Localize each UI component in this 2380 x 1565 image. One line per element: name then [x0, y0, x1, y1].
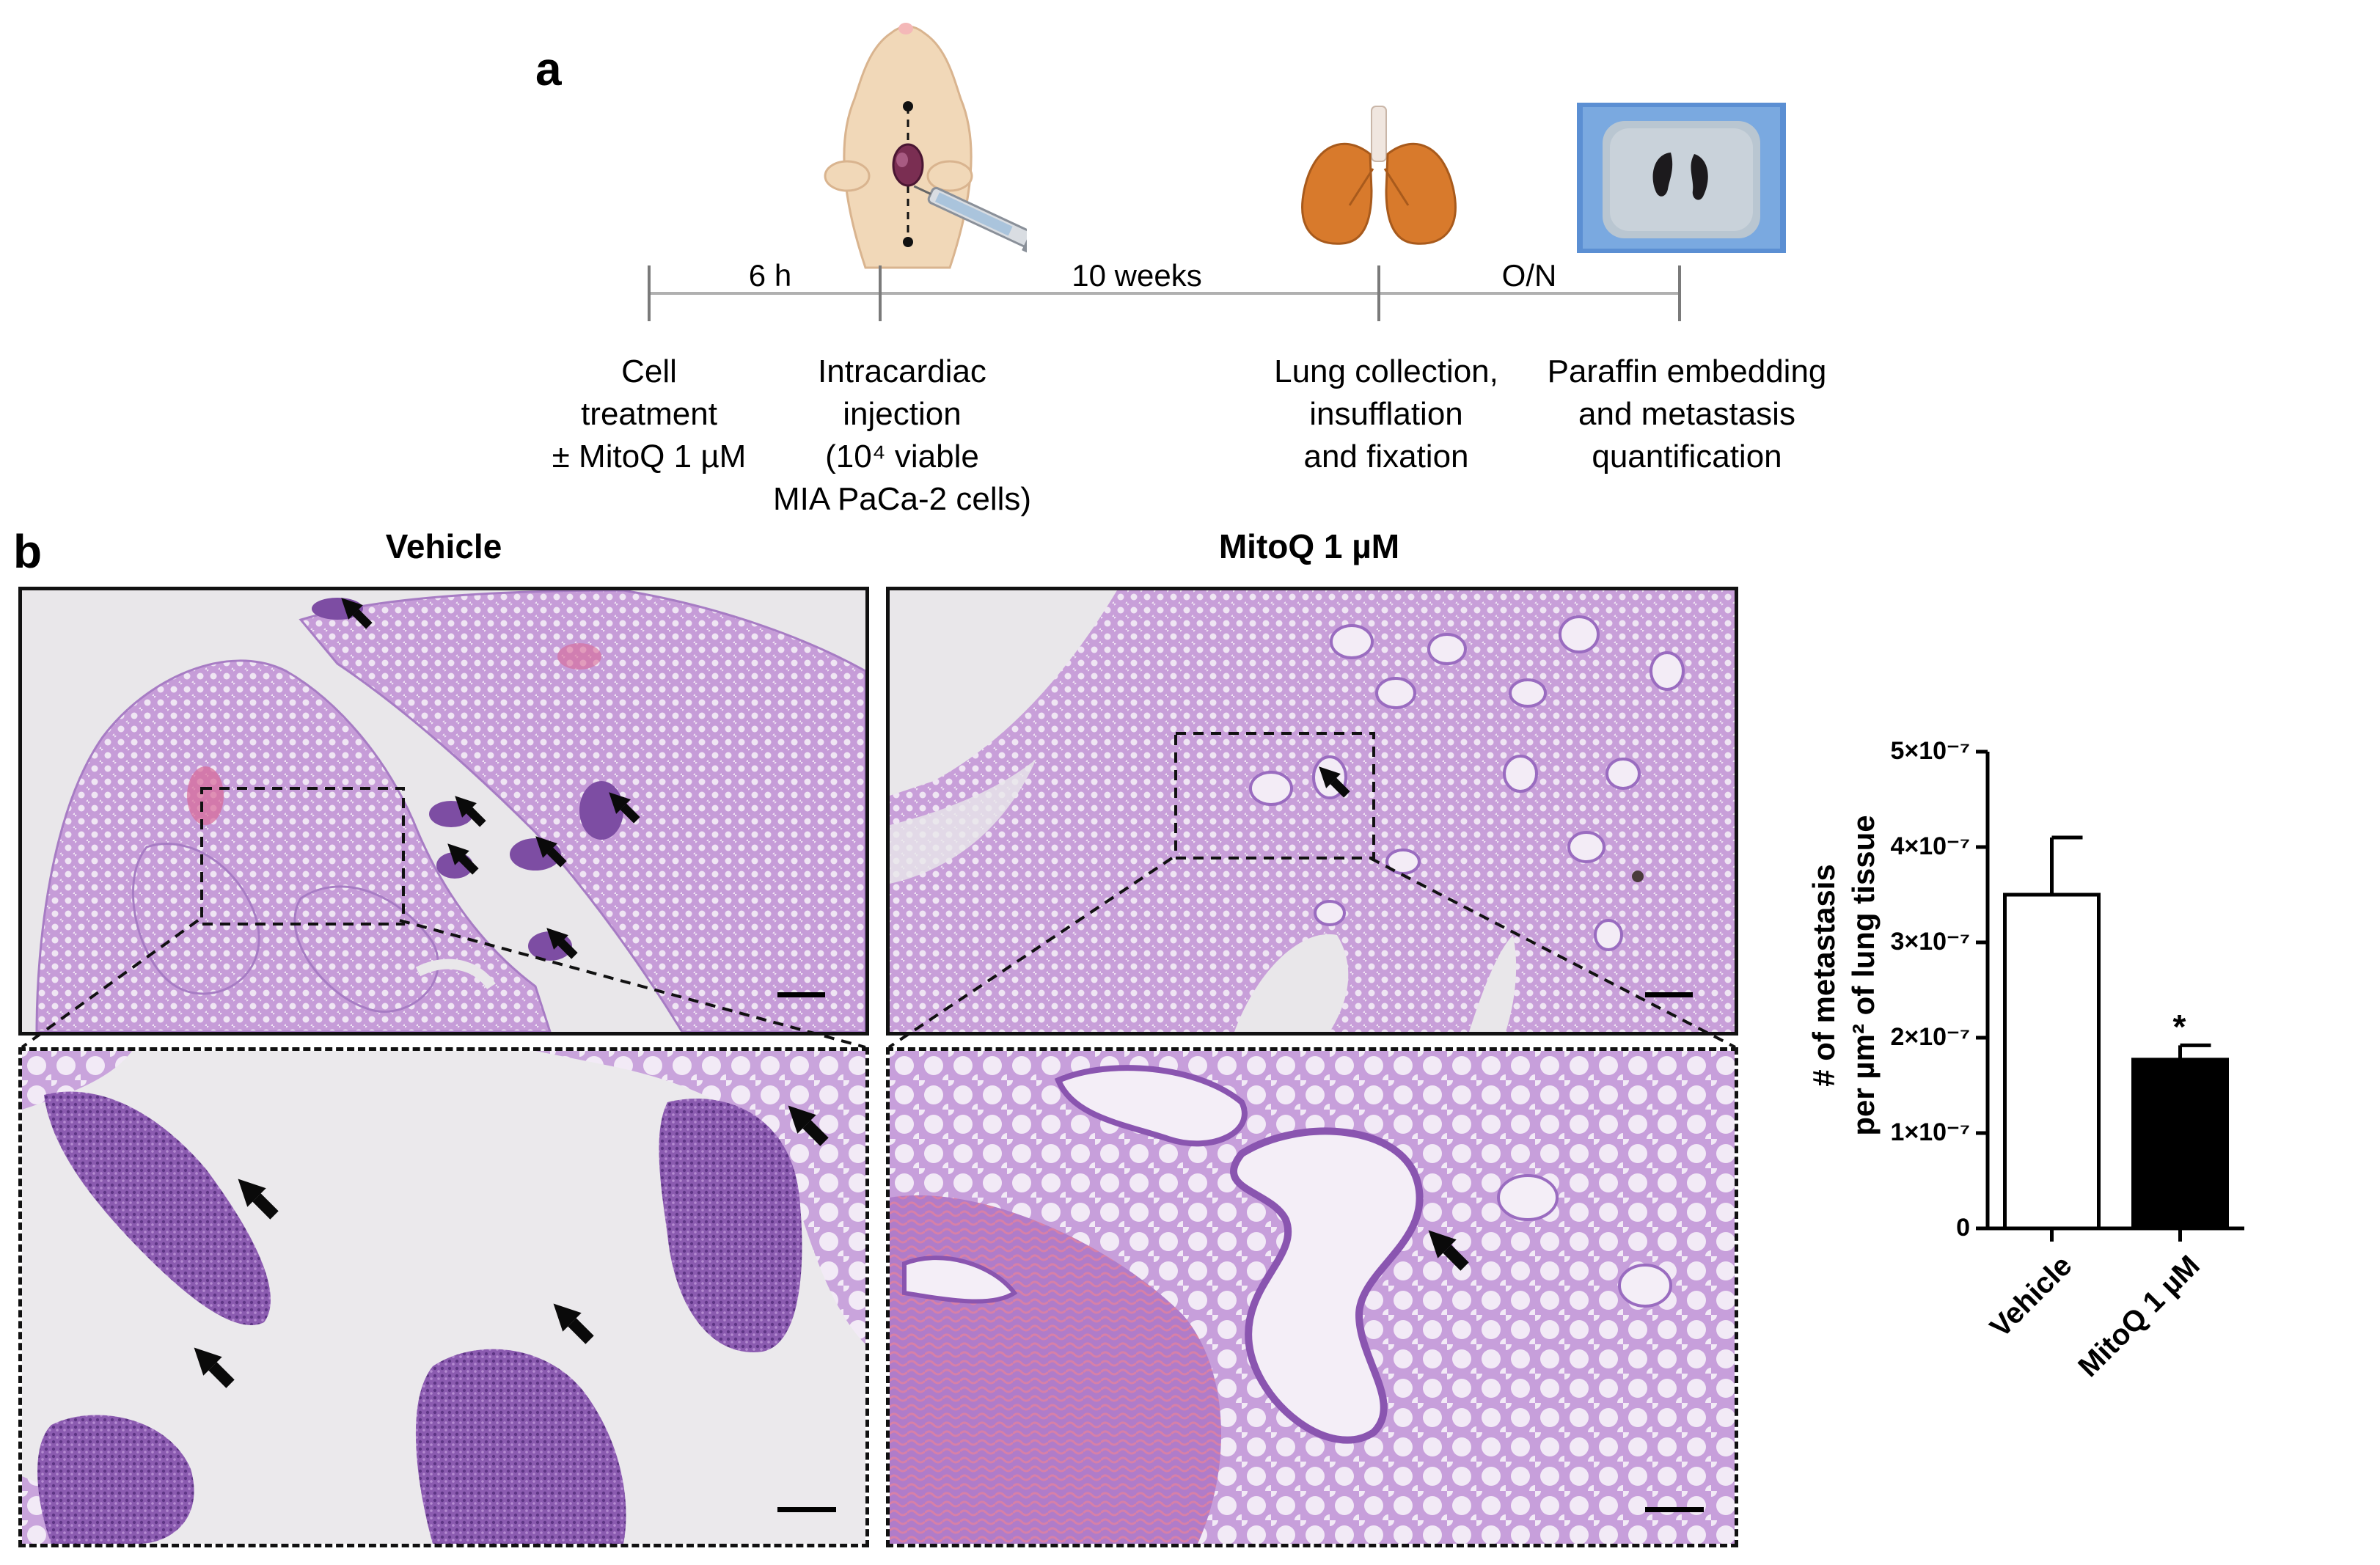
y-axis-label: # of metastasis per µm² of lung tissue: [1804, 693, 1885, 1258]
chart-svg: [1976, 749, 2244, 1242]
step-line: Paraffin embedding: [1547, 353, 1827, 389]
paraffin-block-photo: [1577, 103, 1786, 253]
step-lung-collection: Lung collection, insufflation and fixati…: [1232, 351, 1540, 478]
interval-label: 10 weeks: [1072, 258, 1202, 293]
step-line: and fixation: [1303, 439, 1469, 474]
step-line: treatment: [581, 396, 717, 432]
y-tick-label: 5×10⁻⁷: [1890, 737, 1970, 765]
step-cell-treatment: Cell treatment ± MitoQ 1 µM: [513, 351, 785, 478]
y-tick-label: 1×10⁻⁷: [1890, 1118, 1970, 1146]
lungs-illustration: [1291, 103, 1467, 249]
interval-label: O/N: [1501, 258, 1557, 293]
micrograph-mitoq-high-mag: [886, 1047, 1738, 1547]
bar: [2003, 893, 2101, 1231]
interval-label: 6 h: [748, 258, 792, 293]
mouse-injection-illustration: [785, 18, 1041, 271]
timeline-tick-injection: [879, 265, 882, 321]
step-line: (10⁴ viable: [825, 439, 979, 474]
timeline-tick-collection: [1377, 265, 1380, 321]
y-axis-label-line: # of metastasis: [1806, 864, 1841, 1087]
step-line: and metastasis: [1578, 396, 1795, 432]
timeline-axis: [649, 292, 1680, 295]
micrograph-mitoq-low-mag: [886, 587, 1738, 1036]
step-line: Cell: [621, 353, 677, 389]
panel-a-letter: a: [535, 43, 562, 95]
step-line: injection: [843, 396, 962, 432]
micrograph-vehicle-high-mag: [18, 1047, 869, 1547]
step-line: ± MitoQ 1 µM: [552, 439, 747, 474]
step-line: Intracardiac: [818, 353, 986, 389]
y-axis-label-line: per µm² of lung tissue: [1846, 815, 1881, 1136]
step-paraffin-embedding: Paraffin embedding and metastasis quanti…: [1515, 351, 1859, 478]
y-tick-label: 2×10⁻⁷: [1890, 1023, 1970, 1051]
timeline-tick-embedding: [1678, 265, 1681, 321]
y-tick-label: 4×10⁻⁷: [1890, 832, 1970, 860]
condition-title-vehicle: Vehicle: [385, 527, 502, 565]
step-line: insufflation: [1309, 396, 1463, 432]
y-tick-label: 0: [1956, 1214, 1970, 1242]
step-intracardiac-injection: Intracardiac injection (10⁴ viable MIA P…: [741, 351, 1063, 521]
step-line: Lung collection,: [1274, 353, 1498, 389]
y-tick-label: 3×10⁻⁷: [1890, 928, 1970, 956]
panel-b-letter: b: [13, 525, 43, 578]
bar: [2131, 1058, 2229, 1231]
condition-title-mitoq: MitoQ 1 µM: [1218, 527, 1400, 565]
step-line: quantification: [1592, 439, 1782, 474]
micrograph-vehicle-low-mag: [18, 587, 869, 1036]
step-line: MIA PaCa-2 cells): [772, 481, 1032, 517]
significance-marker: *: [2172, 1008, 2186, 1047]
timeline-tick-start: [648, 265, 651, 321]
